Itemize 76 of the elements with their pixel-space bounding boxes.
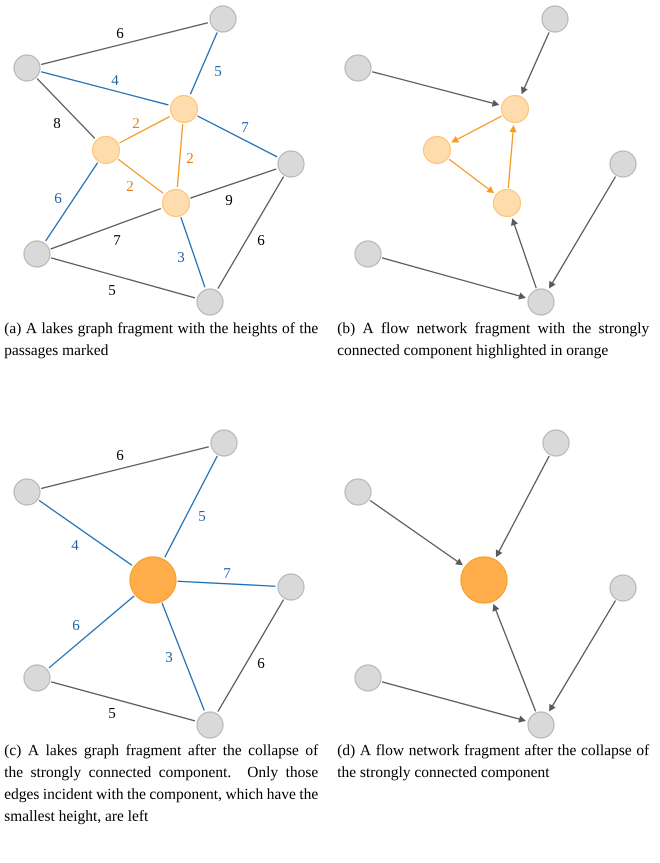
collapsed-node — [129, 556, 177, 604]
component-node — [422, 136, 452, 164]
component-node — [162, 188, 190, 218]
edge-line — [45, 162, 98, 242]
graph-node — [609, 574, 637, 602]
graph-node — [196, 288, 224, 316]
edge-line — [119, 116, 170, 144]
edge-label: 4 — [72, 540, 78, 550]
edge-line — [217, 176, 284, 289]
edge-label: 8 — [54, 118, 60, 128]
edge-label: 7 — [224, 568, 230, 578]
edge-line — [190, 168, 276, 199]
collapsed-node — [460, 556, 508, 604]
graph-node — [541, 5, 569, 33]
graph-node — [209, 5, 237, 33]
graph-node — [354, 664, 382, 692]
edge-label: 4 — [112, 75, 118, 85]
caption: (b) A flow network fragment with the strongly connected component highlighted in orange — [338, 322, 650, 358]
edge-label: 6 — [258, 235, 264, 246]
edge-label: 7 — [242, 122, 248, 132]
edge-line — [50, 681, 196, 722]
component-node — [92, 136, 120, 164]
edge-label: 6 — [72, 620, 80, 630]
edge-line — [50, 208, 162, 250]
component-node — [492, 188, 522, 218]
edge-label: 6 — [54, 193, 62, 204]
edge-label: 5 — [199, 511, 206, 521]
graph-node — [13, 54, 41, 82]
edge-label: 2 — [132, 118, 139, 128]
caption: (a) A lakes graph fragment with the heights of the passages marked — [4, 322, 318, 358]
graph-node — [277, 573, 305, 601]
caption: (d) A flow network fragment after the collapse of the strongly connected component — [337, 744, 650, 780]
edge-line — [118, 158, 164, 194]
edge-label: 3 — [166, 652, 172, 662]
graph-node — [542, 429, 570, 457]
graph-node — [527, 288, 555, 316]
graph-node — [23, 240, 51, 268]
edge-label: 6 — [116, 28, 124, 38]
edge-line — [48, 595, 135, 668]
component-node — [170, 94, 198, 124]
edge-line — [197, 115, 278, 158]
edge-label: 5 — [109, 285, 116, 295]
edge-line — [36, 78, 96, 139]
graph-node — [277, 150, 305, 178]
graph-node — [609, 150, 637, 178]
graph-node — [344, 478, 372, 506]
edge-label: 5 — [215, 66, 222, 76]
edge-line — [161, 602, 205, 711]
edge-line — [164, 456, 218, 558]
edge-label: 5 — [109, 708, 116, 718]
graph-node — [13, 478, 41, 506]
edge-label: 6 — [116, 450, 124, 460]
edge-line — [190, 32, 218, 94]
edge-label: 7 — [114, 235, 120, 245]
edge-line — [180, 217, 206, 288]
edge-line — [41, 22, 208, 66]
edge-label: 2 — [126, 181, 133, 191]
caption: (c) A lakes graph fragment after the collapse of the strongly connected component. Only those edges incident with the component, which have the smallest height, are left — [4, 744, 318, 824]
edge-label: 3 — [178, 252, 184, 262]
edge-line — [176, 124, 184, 188]
edge-line — [41, 446, 210, 490]
graph-node — [23, 664, 51, 692]
edge-label: 6 — [258, 658, 264, 668]
edge-label: 2 — [186, 153, 193, 163]
graph-node — [210, 429, 238, 457]
edge-line — [178, 580, 276, 587]
graph-node — [527, 711, 555, 739]
graph-node — [196, 711, 224, 739]
edge-label: 9 — [226, 195, 232, 206]
edge-line — [40, 71, 169, 106]
component-node — [500, 94, 530, 124]
edge-line — [50, 257, 196, 298]
edge-line — [217, 599, 284, 712]
graph-node — [344, 54, 372, 82]
edge-line — [38, 500, 132, 566]
graph-node — [354, 240, 382, 268]
